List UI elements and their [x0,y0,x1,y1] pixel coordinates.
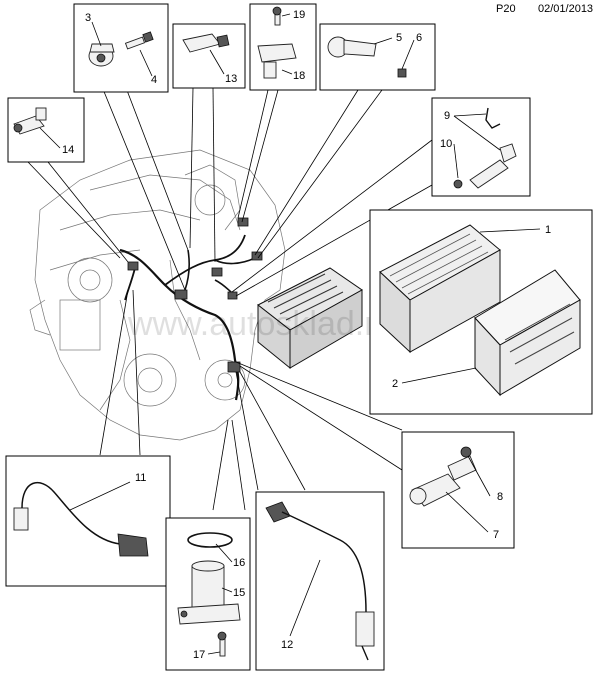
ecu-mounted [257,267,363,370]
callout-12: 12 [281,639,293,651]
callout-11: 11 [135,472,146,484]
box-parts-5-6 [319,23,436,91]
callout-1: 1 [545,224,551,236]
callout-3: 3 [85,12,91,24]
page-date: 02/01/2013 [538,3,594,15]
box-parts-7-8 [401,431,515,549]
box-parts-9-10 [431,97,531,197]
page-code: P20 [496,3,516,15]
callout-19: 19 [293,9,305,21]
callout-5: 5 [396,32,402,44]
leader-lines [27,71,433,511]
callout-10: 10 [440,138,452,150]
callout-13: 13 [225,73,237,85]
callout-18: 18 [293,70,305,82]
box-part-13 [172,23,246,89]
watermark-text: www.autosklad.ru [127,305,394,343]
callout-8: 8 [497,491,503,503]
box-part-11 [5,455,171,587]
callout-16: 16 [233,557,245,569]
callout-14: 14 [62,144,74,156]
box-parts-15-16-17 [165,517,251,671]
box-parts-18-19 [249,3,317,91]
engine-assembly [29,149,286,441]
wiring-harness [119,217,263,401]
callout-17: 17 [193,649,205,661]
callout-6: 6 [416,32,422,44]
box-parts-3-4 [73,3,169,93]
callout-9: 9 [444,110,450,122]
callout-2: 2 [392,378,398,390]
box-parts-1-2 [369,209,593,415]
box-part-14 [7,97,85,163]
callout-4: 4 [151,74,157,86]
box-part-12 [255,491,385,671]
callout-15: 15 [233,587,245,599]
callout-7: 7 [493,529,499,541]
callout-labels: 3 4 13 19 18 5 6 9 10 14 1 2 8 7 11 16 1… [62,9,551,661]
